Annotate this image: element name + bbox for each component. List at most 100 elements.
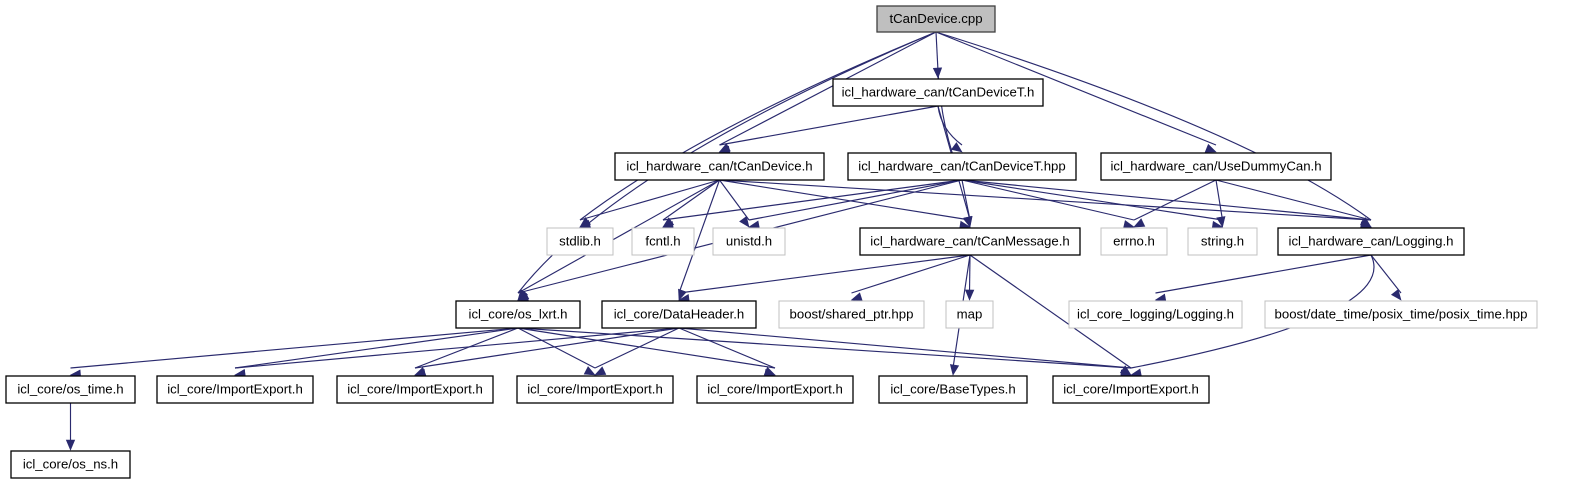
node-label: stdlib.h xyxy=(559,233,601,248)
edge-icl-hardware-can-tcanmessage-h-to-icl-core-importexport-h xyxy=(969,254,1132,369)
node-label: boost/shared_ptr.hpp xyxy=(790,306,914,321)
edge-icl-hardware-can-usedummycan-h-to-icl-hardware-can-logging-h xyxy=(1215,179,1372,221)
node-box[interactable] xyxy=(847,152,1077,181)
edge-icl-hardware-can-tcandevice-h-to-icl-core-os-lxrt-h xyxy=(517,179,720,294)
edge-icl-core-dataheader-h-to-icl-core-importexport-h xyxy=(414,327,680,369)
node-box[interactable] xyxy=(1100,227,1168,256)
edge-icl-hardware-can-tcandevicet-hpp-to-icl-hardware-can-logging-h xyxy=(961,179,1372,221)
node-icl-core-importexport-h[interactable]: icl_core/ImportExport.h xyxy=(336,375,494,404)
node-tcandevice-cpp[interactable]: tCanDevice.cpp xyxy=(876,5,996,33)
edge-icl-core-dataheader-h-to-icl-core-importexport-h xyxy=(678,327,1132,369)
node-label: icl_core/os_time.h xyxy=(17,381,123,396)
edge-icl-hardware-can-tcandevice-h-to-fcntl-h xyxy=(662,179,720,221)
node-icl-core-importexport-h[interactable]: icl_core/ImportExport.h xyxy=(696,375,854,404)
arrowhead xyxy=(594,366,607,376)
node-box[interactable] xyxy=(546,227,614,256)
node-boost-shared-ptr-hpp[interactable]: boost/shared_ptr.hpp xyxy=(778,300,925,329)
edge-icl-hardware-can-tcandevicet-h-to-icl-hardware-can-tcandevice-h xyxy=(719,105,939,146)
node-icl-hardware-can-tcandevicet-h[interactable]: icl_hardware_can/tCanDeviceT.h xyxy=(832,78,1044,107)
node-label: icl_core/ImportExport.h xyxy=(167,381,303,396)
node-label: unistd.h xyxy=(726,233,772,248)
arrowhead xyxy=(949,364,960,376)
node-box[interactable] xyxy=(876,5,996,33)
node-icl-hardware-can-tcandevice-h[interactable]: icl_hardware_can/tCanDevice.h xyxy=(614,152,825,181)
node-icl-core-os-ns-h[interactable]: icl_core/os_ns.h xyxy=(10,450,131,479)
arrowhead xyxy=(964,289,975,301)
edge-icl-core-os-lxrt-h-to-icl-core-importexport-h xyxy=(517,327,596,369)
node-icl-core-basetypes-h[interactable]: icl_core/BaseTypes.h xyxy=(878,375,1028,404)
node-stdlib-h[interactable]: stdlib.h xyxy=(546,227,614,256)
node-box[interactable] xyxy=(1068,300,1243,329)
node-label: icl_core_logging/Logging.h xyxy=(1077,306,1234,321)
edge-icl-hardware-can-tcandevicet-hpp-to-fcntl-h xyxy=(662,179,963,221)
node-box[interactable] xyxy=(859,227,1081,256)
node-label: fcntl.h xyxy=(645,233,680,248)
node-box[interactable] xyxy=(455,300,581,329)
node-box[interactable] xyxy=(601,300,757,329)
node-box[interactable] xyxy=(516,375,674,404)
node-icl-core-importexport-h[interactable]: icl_core/ImportExport.h xyxy=(156,375,314,404)
node-fcntl-h[interactable]: fcntl.h xyxy=(631,227,695,256)
edge-icl-hardware-can-tcanmessage-h-to-map xyxy=(968,254,971,294)
node-box[interactable] xyxy=(945,300,994,329)
node-label: errno.h xyxy=(1113,233,1155,248)
node-icl-hardware-can-logging-h[interactable]: icl_hardware_can/Logging.h xyxy=(1277,227,1465,256)
node-icl-hardware-can-tcandevicet-hpp[interactable]: icl_hardware_can/tCanDeviceT.hpp xyxy=(847,152,1077,181)
node-boost-date-time-posix-time-posix-time-hpp[interactable]: boost/date_time/posix_time/posix_time.hp… xyxy=(1264,300,1538,329)
node-icl-core-importexport-h[interactable]: icl_core/ImportExport.h xyxy=(516,375,674,404)
node-label: tCanDevice.cpp xyxy=(889,11,982,26)
arrowhead xyxy=(850,292,863,302)
edge-icl-hardware-can-tcandevicet-hpp-to-unistd-h xyxy=(748,179,963,221)
node-box[interactable] xyxy=(631,227,695,256)
arrowhead xyxy=(1133,218,1146,228)
edge-icl-core-os-lxrt-h-to-icl-core-importexport-h xyxy=(517,327,1132,369)
node-icl-core-logging-logging-h[interactable]: icl_core_logging/Logging.h xyxy=(1068,300,1243,329)
node-icl-core-importexport-h[interactable]: icl_core/ImportExport.h xyxy=(1052,375,1210,404)
node-box[interactable] xyxy=(156,375,314,404)
node-box[interactable] xyxy=(832,78,1044,107)
node-box[interactable] xyxy=(10,450,131,479)
arrowhead xyxy=(932,67,943,79)
edge-icl-hardware-can-tcandevicet-hpp-to-icl-hardware-can-tcanmessage-h xyxy=(961,179,971,221)
node-unistd-h[interactable]: unistd.h xyxy=(712,227,786,256)
arrowhead xyxy=(963,215,973,228)
node-label: icl_hardware_can/Logging.h xyxy=(1289,233,1454,248)
node-box[interactable] xyxy=(614,152,825,181)
node-label: icl_core/ImportExport.h xyxy=(347,381,483,396)
node-icl-core-os-lxrt-h[interactable]: icl_core/os_lxrt.h xyxy=(455,300,581,329)
node-box[interactable] xyxy=(712,227,786,256)
arrowhead xyxy=(1216,216,1226,228)
node-box[interactable] xyxy=(5,375,136,404)
arrowhead xyxy=(1390,289,1402,301)
node-label: boost/date_time/posix_time/posix_time.hp… xyxy=(1275,306,1528,321)
node-label: icl_hardware_can/tCanDevice.h xyxy=(626,158,812,173)
node-box[interactable] xyxy=(1100,152,1332,181)
edge-icl-core-os-lxrt-h-to-icl-core-os-time-h xyxy=(70,327,519,369)
node-box[interactable] xyxy=(1264,300,1538,329)
node-icl-core-dataheader-h[interactable]: icl_core/DataHeader.h xyxy=(601,300,757,329)
node-icl-hardware-can-tcanmessage-h[interactable]: icl_hardware_can/tCanMessage.h xyxy=(859,227,1081,256)
node-string-h[interactable]: string.h xyxy=(1187,227,1258,256)
node-box[interactable] xyxy=(878,375,1028,404)
node-box[interactable] xyxy=(696,375,854,404)
node-label: map xyxy=(957,306,983,321)
edge-tcandevice-cpp-to-icl-hardware-can-logging-h xyxy=(935,31,1372,221)
node-layer: tCanDevice.cpp icl_hardware_can/tCanDevic… xyxy=(5,5,1538,479)
edge-tcandevice-cpp-to-icl-hardware-can-tcandevicet-h xyxy=(935,31,939,72)
node-box[interactable] xyxy=(336,375,494,404)
node-box[interactable] xyxy=(1277,227,1465,256)
node-map[interactable]: map xyxy=(945,300,994,329)
edge-icl-hardware-can-usedummycan-h-to-errno-h xyxy=(1133,179,1217,221)
node-box[interactable] xyxy=(778,300,925,329)
node-icl-core-os-time-h[interactable]: icl_core/os_time.h xyxy=(5,375,136,404)
node-errno-h[interactable]: errno.h xyxy=(1100,227,1168,256)
edge-icl-hardware-can-tcandevicet-h-to-icl-hardware-can-tcandevicet-hpp xyxy=(937,105,963,146)
node-icl-hardware-can-usedummycan-h[interactable]: icl_hardware_can/UseDummyCan.h xyxy=(1100,152,1332,181)
edge-icl-hardware-can-logging-h-to-icl-core-logging-logging-h xyxy=(1155,254,1372,294)
arrowhead xyxy=(65,439,76,451)
node-box[interactable] xyxy=(1052,375,1210,404)
node-label: icl_core/os_ns.h xyxy=(23,456,118,471)
edge-icl-hardware-can-tcandevicet-hpp-to-errno-h xyxy=(961,179,1135,221)
node-box[interactable] xyxy=(1187,227,1258,256)
